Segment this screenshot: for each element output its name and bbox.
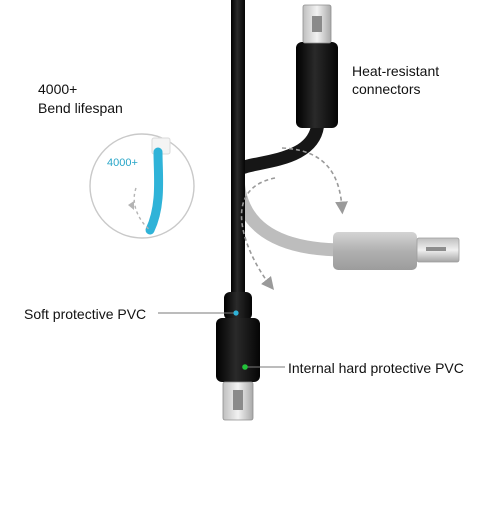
top-tip-slot: [312, 16, 322, 32]
internal-pvc-dot: [242, 364, 248, 370]
bend-bubble: [89, 133, 195, 239]
bubble-count-label: 4000+: [107, 157, 138, 169]
top-connector-housing: [296, 42, 338, 128]
bend-count-label: 4000+: [38, 81, 78, 97]
curved-arrow-lower: [240, 177, 276, 290]
strain-relief: [224, 292, 252, 320]
curved-arrow-upper: [281, 147, 348, 215]
grey-tip-slot: [426, 247, 446, 251]
bubble-arrow: [133, 187, 151, 231]
bend-lifespan-label: Bend lifespan: [38, 100, 123, 116]
soft-pvc-label: Soft protective PVC: [24, 306, 147, 322]
bottom-tip-slot: [233, 390, 243, 410]
connectors-label: connectors: [352, 81, 421, 97]
heat-resistant-label: Heat-resistant: [352, 63, 440, 79]
bottom-connector-housing: [216, 318, 260, 382]
main-cable: [231, 0, 245, 295]
bubble-arrowhead: [128, 201, 134, 210]
internal-pvc-label: Internal hard protective PVC: [288, 360, 464, 376]
bubble-bend-indicator: [145, 147, 164, 235]
soft-pvc-dot: [233, 310, 239, 316]
grey-connector-housing: [333, 232, 417, 270]
